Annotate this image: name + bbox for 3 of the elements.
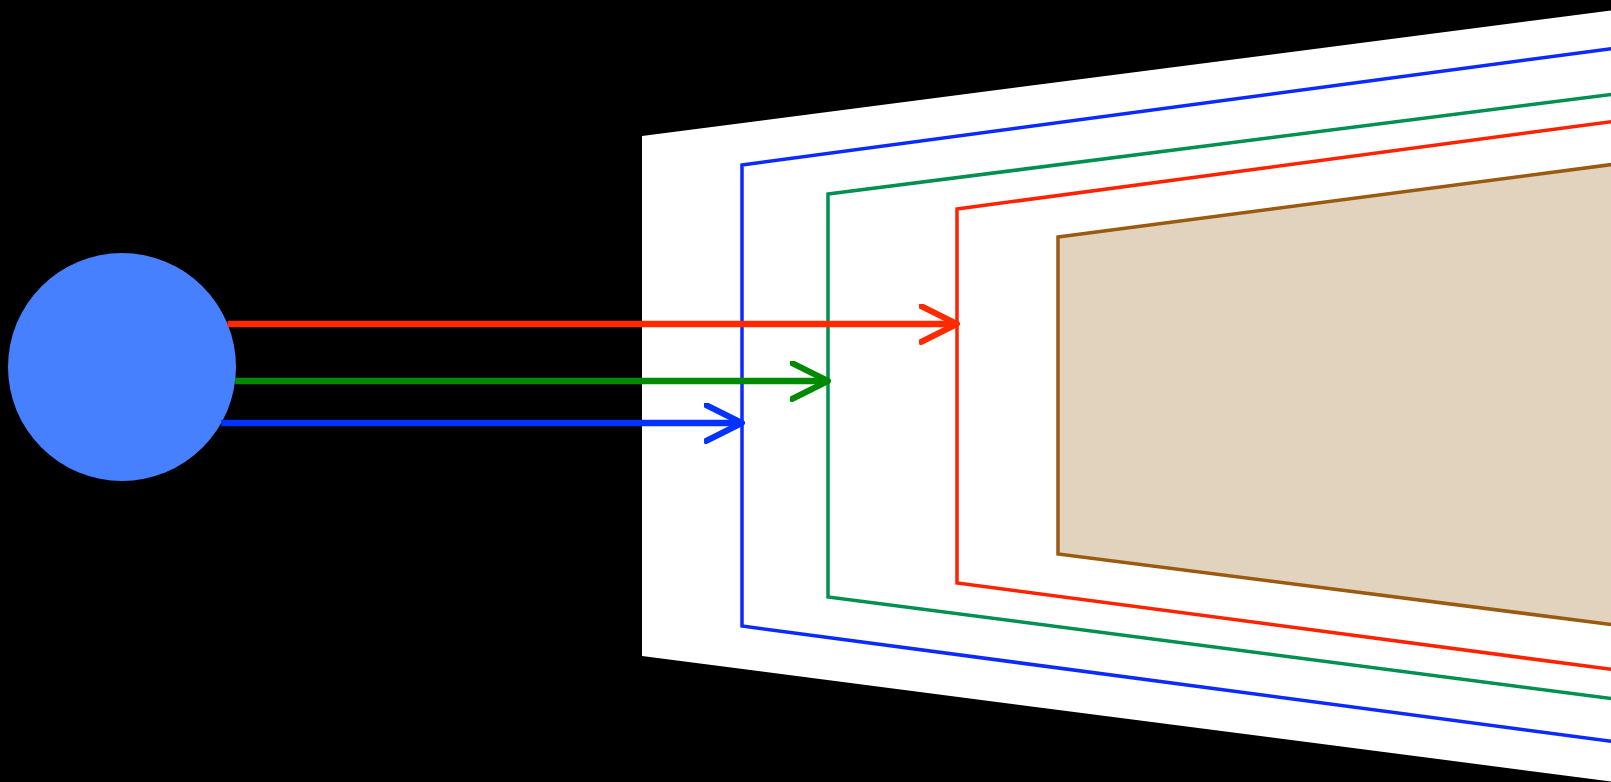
arrow xyxy=(227,303,960,345)
arrow xyxy=(221,402,745,444)
arrow xyxy=(235,360,831,402)
